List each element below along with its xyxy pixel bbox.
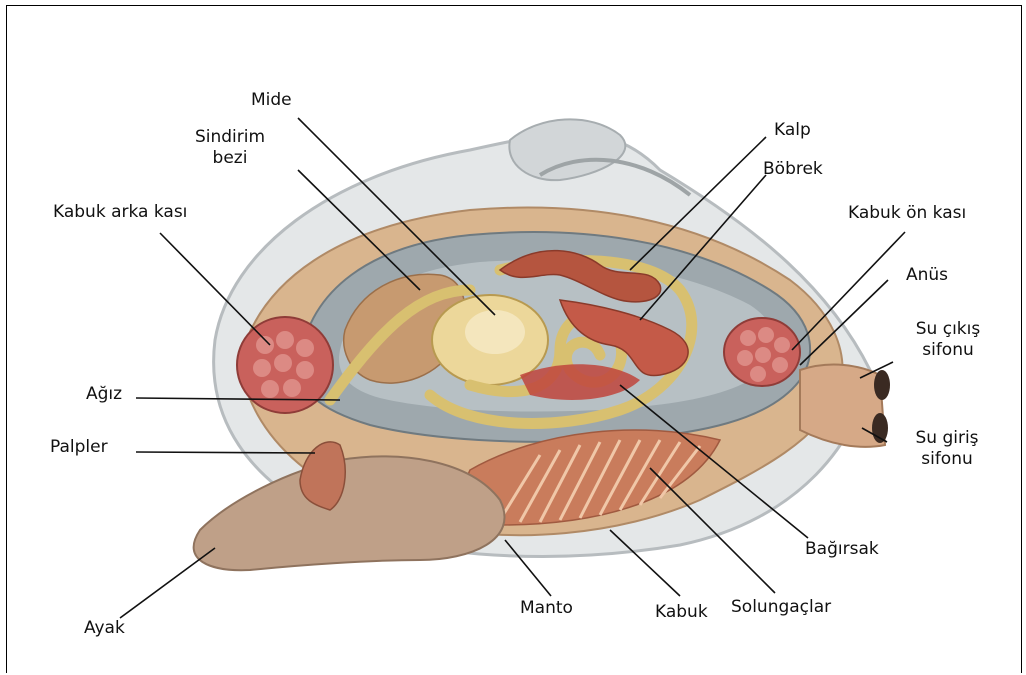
label-mide: Mide: [251, 90, 292, 111]
label-solungaclar: Solungaçlar: [731, 597, 831, 618]
label-palpler: Palpler: [50, 437, 108, 458]
label-kabuk: Kabuk: [655, 602, 708, 623]
exhalant-siphon-opening: [874, 370, 890, 400]
label-su-giris-line1: Su giriş: [897, 428, 997, 449]
label-su-giris-line2: sifonu: [897, 449, 997, 470]
label-sindirim-bezi: Sindirim bezi: [190, 127, 270, 169]
label-su-cikis-sifonu: Su çıkış sifonu: [898, 319, 998, 361]
label-su-cikis-line2: sifonu: [898, 340, 998, 361]
label-kabuk-on-kasi: Kabuk ön kası: [848, 203, 966, 224]
label-agiz: Ağız: [86, 384, 122, 405]
foot: [194, 456, 505, 570]
label-anus: Anüs: [906, 265, 948, 286]
label-su-cikis-line1: Su çıkış: [898, 319, 998, 340]
label-sindirim-line2: bezi: [190, 148, 270, 169]
label-bobrek: Böbrek: [763, 159, 823, 180]
label-ayak: Ayak: [84, 618, 125, 639]
label-su-giris-sifonu: Su giriş sifonu: [897, 428, 997, 470]
label-kabuk-arka-kasi: Kabuk arka kası: [53, 202, 187, 223]
label-manto: Manto: [520, 598, 573, 619]
label-sindirim-line1: Sindirim: [190, 127, 270, 148]
label-bagirsak: Bağırsak: [805, 539, 879, 560]
label-kalp: Kalp: [774, 120, 811, 141]
